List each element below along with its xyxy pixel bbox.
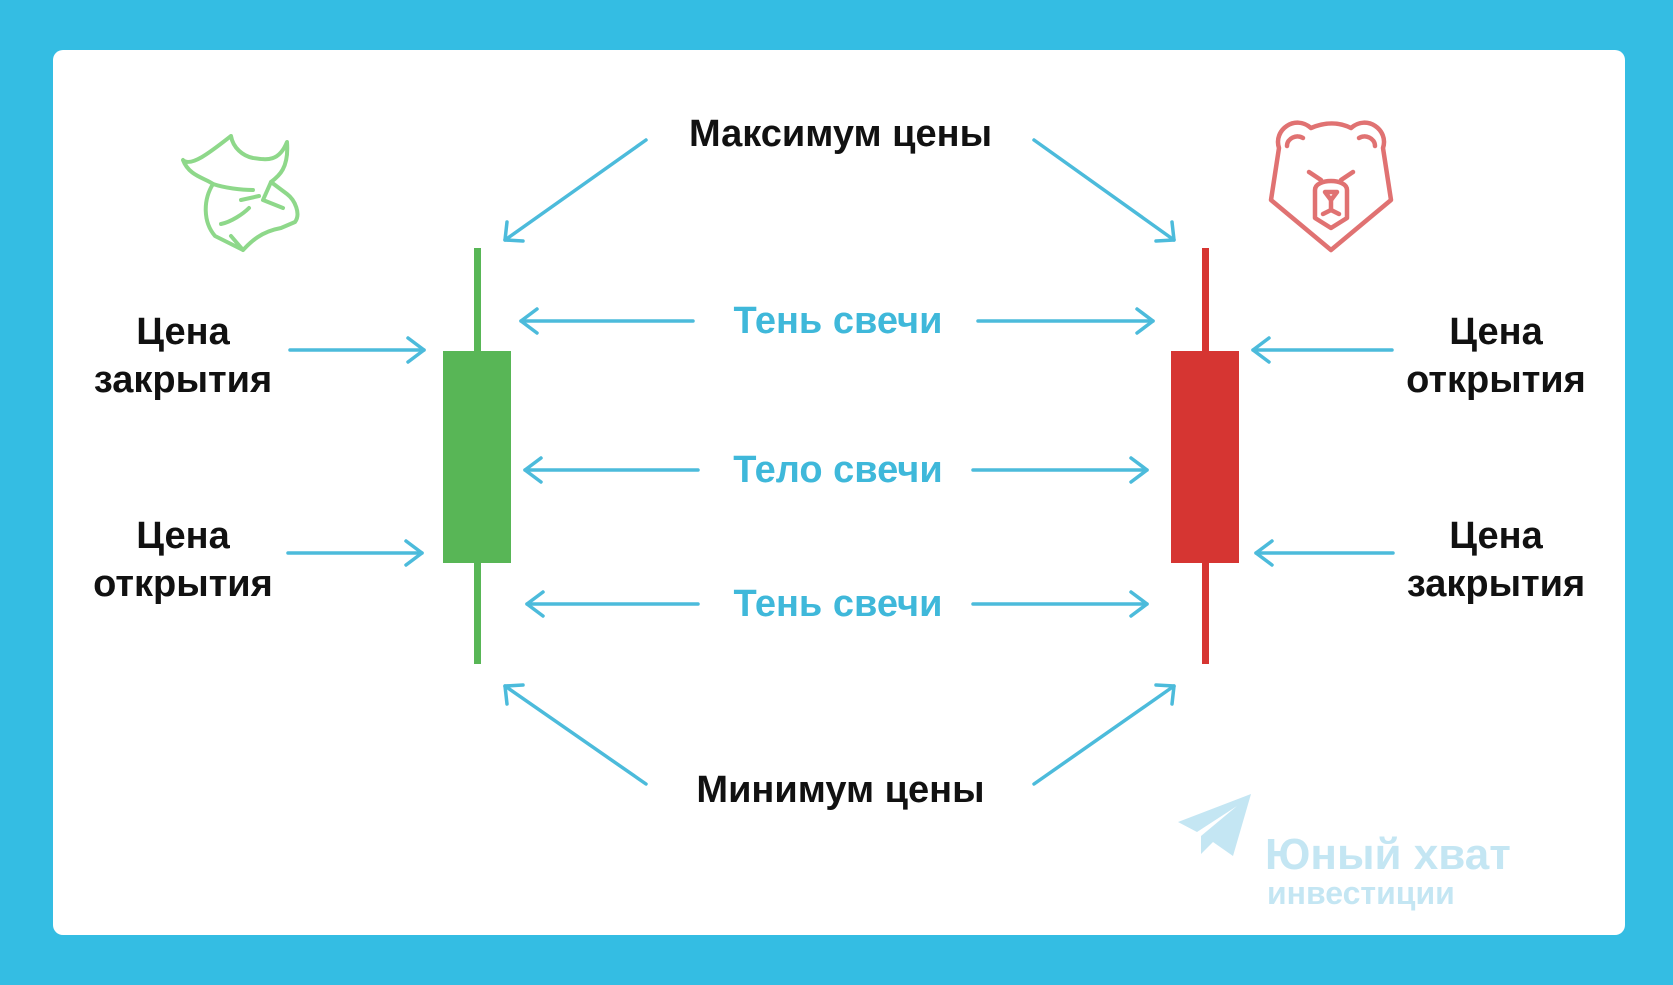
left-open-line-2: открытия [93,563,273,605]
arrow-left-open [286,539,424,567]
arrow-right-open [1251,336,1394,364]
arrow-body-right [971,456,1149,484]
watermark-title: Юный хват [1265,830,1511,879]
bull-head-icon [181,134,300,252]
arrow-min-left [503,683,648,786]
min-price-label: Минимум цены [696,769,985,811]
body-label: Тело свечи [733,449,943,491]
candlestick-diagram-card: Максимум цены Минимум цены Тень свечи Те… [53,50,1625,935]
left-open-line-1: Цена [136,515,230,557]
arrow-shadow-bottom-left [525,590,700,618]
shadow-bottom-label: Тень свечи [733,583,943,625]
right-open-price-label: Цена открытия [1381,308,1611,404]
arrow-shadow-top-right [976,307,1155,335]
candlestick-diagram [181,120,1395,856]
right-close-line-1: Цена [1449,515,1543,557]
bear-candle-body [1171,351,1239,563]
arrow-max-left [503,138,648,243]
arrow-right-close [1254,539,1395,567]
arrow-shadow-bottom-right [971,590,1149,618]
bear-head-icon [1268,120,1394,253]
right-open-line-1: Цена [1449,311,1543,353]
left-close-price-label: Цена закрытия [73,308,293,404]
left-close-line-1: Цена [136,311,230,353]
arrow-max-right [1032,138,1176,243]
right-close-price-label: Цена закрытия [1381,512,1611,608]
bull-candle-body [443,351,511,563]
bullish-candle [443,248,511,664]
arrow-shadow-top-left [519,307,695,335]
right-close-line-2: закрытия [1406,563,1586,605]
shadow-top-label: Тень свечи [733,300,943,342]
left-open-price-label: Цена открытия [73,512,293,608]
max-price-label: Максимум цены [688,113,993,155]
arrow-body-left [523,456,700,484]
bearish-candle [1171,248,1239,664]
paper-plane-icon [1178,794,1251,856]
arrow-min-right [1032,683,1176,786]
arrow-left-close [288,336,426,364]
right-open-line-2: открытия [1406,359,1586,401]
left-close-line-2: закрытия [93,359,273,401]
pointer-arrows [286,138,1395,786]
watermark-subtitle: инвестиции [1267,875,1455,911]
